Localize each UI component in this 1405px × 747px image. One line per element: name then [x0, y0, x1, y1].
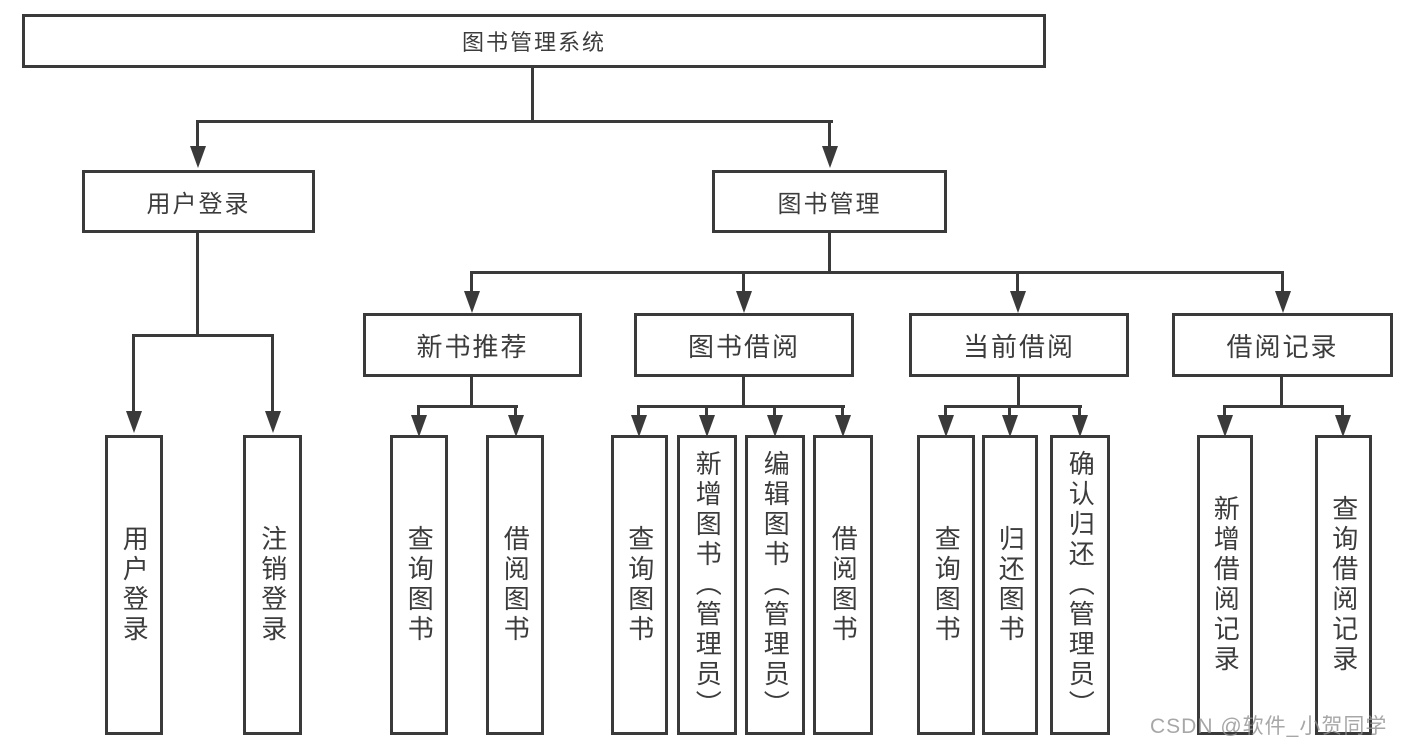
node-borrowing-records: 借阅记录 — [1172, 313, 1393, 377]
leaf-add-borrow-record: 新增借阅记录 — [1197, 435, 1253, 735]
node-book-management: 图书管理 — [712, 170, 947, 233]
connector-line — [1223, 405, 1226, 419]
arrow-down-icon — [1335, 415, 1351, 437]
leaf-user-login: 用户登录 — [105, 435, 163, 735]
connector-line — [470, 271, 1284, 274]
connector-line — [470, 377, 473, 408]
connector-line — [1078, 405, 1081, 419]
csdn-watermark: CSDN @软件_小贺同学 — [1150, 715, 1388, 738]
arrow-down-icon — [126, 411, 142, 433]
arrow-down-icon — [1072, 415, 1088, 437]
connector-line — [1281, 271, 1284, 295]
arrow-down-icon — [190, 146, 206, 168]
node-library-management-system: 图书管理系统 — [22, 14, 1046, 68]
arrow-down-icon — [835, 415, 851, 437]
connector-line — [828, 233, 831, 274]
leaf-logout: 注销登录 — [243, 435, 302, 735]
connector-line — [1223, 405, 1344, 408]
connector-line — [271, 334, 274, 413]
connector-line — [1017, 377, 1020, 408]
arrow-down-icon — [736, 291, 752, 313]
connector-line — [828, 120, 831, 148]
arrow-down-icon — [265, 411, 281, 433]
arrow-down-icon — [1010, 291, 1026, 313]
connector-line — [531, 68, 534, 122]
leaf-return-books: 归还图书 — [982, 435, 1038, 735]
arrow-down-icon — [508, 415, 524, 437]
connector-line — [132, 334, 135, 413]
connector-line — [944, 405, 1082, 408]
connector-line — [1280, 377, 1283, 408]
leaf-query-books-current: 查询图书 — [917, 435, 975, 735]
connector-line — [1016, 271, 1019, 295]
arrow-down-icon — [411, 415, 427, 437]
connector-line — [742, 377, 745, 408]
leaf-confirm-return-admin: 确认归还（管理员） — [1050, 435, 1110, 735]
node-new-book-recommend: 新书推荐 — [363, 313, 582, 377]
connector-line — [197, 120, 833, 123]
connector-line — [705, 405, 708, 419]
connector-line — [637, 405, 845, 408]
node-current-borrowing: 当前借阅 — [909, 313, 1129, 377]
leaf-edit-books-admin: 编辑图书（管理员） — [745, 435, 805, 735]
arrow-down-icon — [767, 415, 783, 437]
connector-line — [1008, 405, 1011, 419]
connector-line — [132, 334, 274, 337]
arrow-down-icon — [822, 146, 838, 168]
connector-line — [417, 405, 518, 408]
connector-line — [944, 405, 947, 419]
leaf-query-borrow-record: 查询借阅记录 — [1315, 435, 1372, 735]
connector-line — [742, 271, 745, 295]
arrow-down-icon — [1002, 415, 1018, 437]
leaf-query-books-recommend: 查询图书 — [390, 435, 448, 735]
arrow-down-icon — [631, 415, 647, 437]
connector-line — [1341, 405, 1344, 419]
connector-line — [773, 405, 776, 419]
leaf-borrow-books-recommend: 借阅图书 — [486, 435, 544, 735]
arrow-down-icon — [938, 415, 954, 437]
connector-line — [637, 405, 640, 419]
arrow-down-icon — [699, 415, 715, 437]
connector-line — [470, 271, 473, 295]
leaf-add-books-admin: 新增图书（管理员） — [677, 435, 737, 735]
leaf-borrow-books: 借阅图书 — [813, 435, 873, 735]
connector-line — [417, 405, 420, 419]
arrow-down-icon — [464, 291, 480, 313]
connector-line — [841, 405, 844, 419]
connector-line — [196, 233, 199, 336]
arrow-down-icon — [1275, 291, 1291, 313]
leaf-query-books-borrowing: 查询图书 — [611, 435, 668, 735]
connector-line — [196, 120, 199, 148]
connector-line — [514, 405, 517, 419]
node-book-borrowing: 图书借阅 — [634, 313, 854, 377]
node-user-login: 用户登录 — [82, 170, 315, 233]
arrow-down-icon — [1217, 415, 1233, 437]
